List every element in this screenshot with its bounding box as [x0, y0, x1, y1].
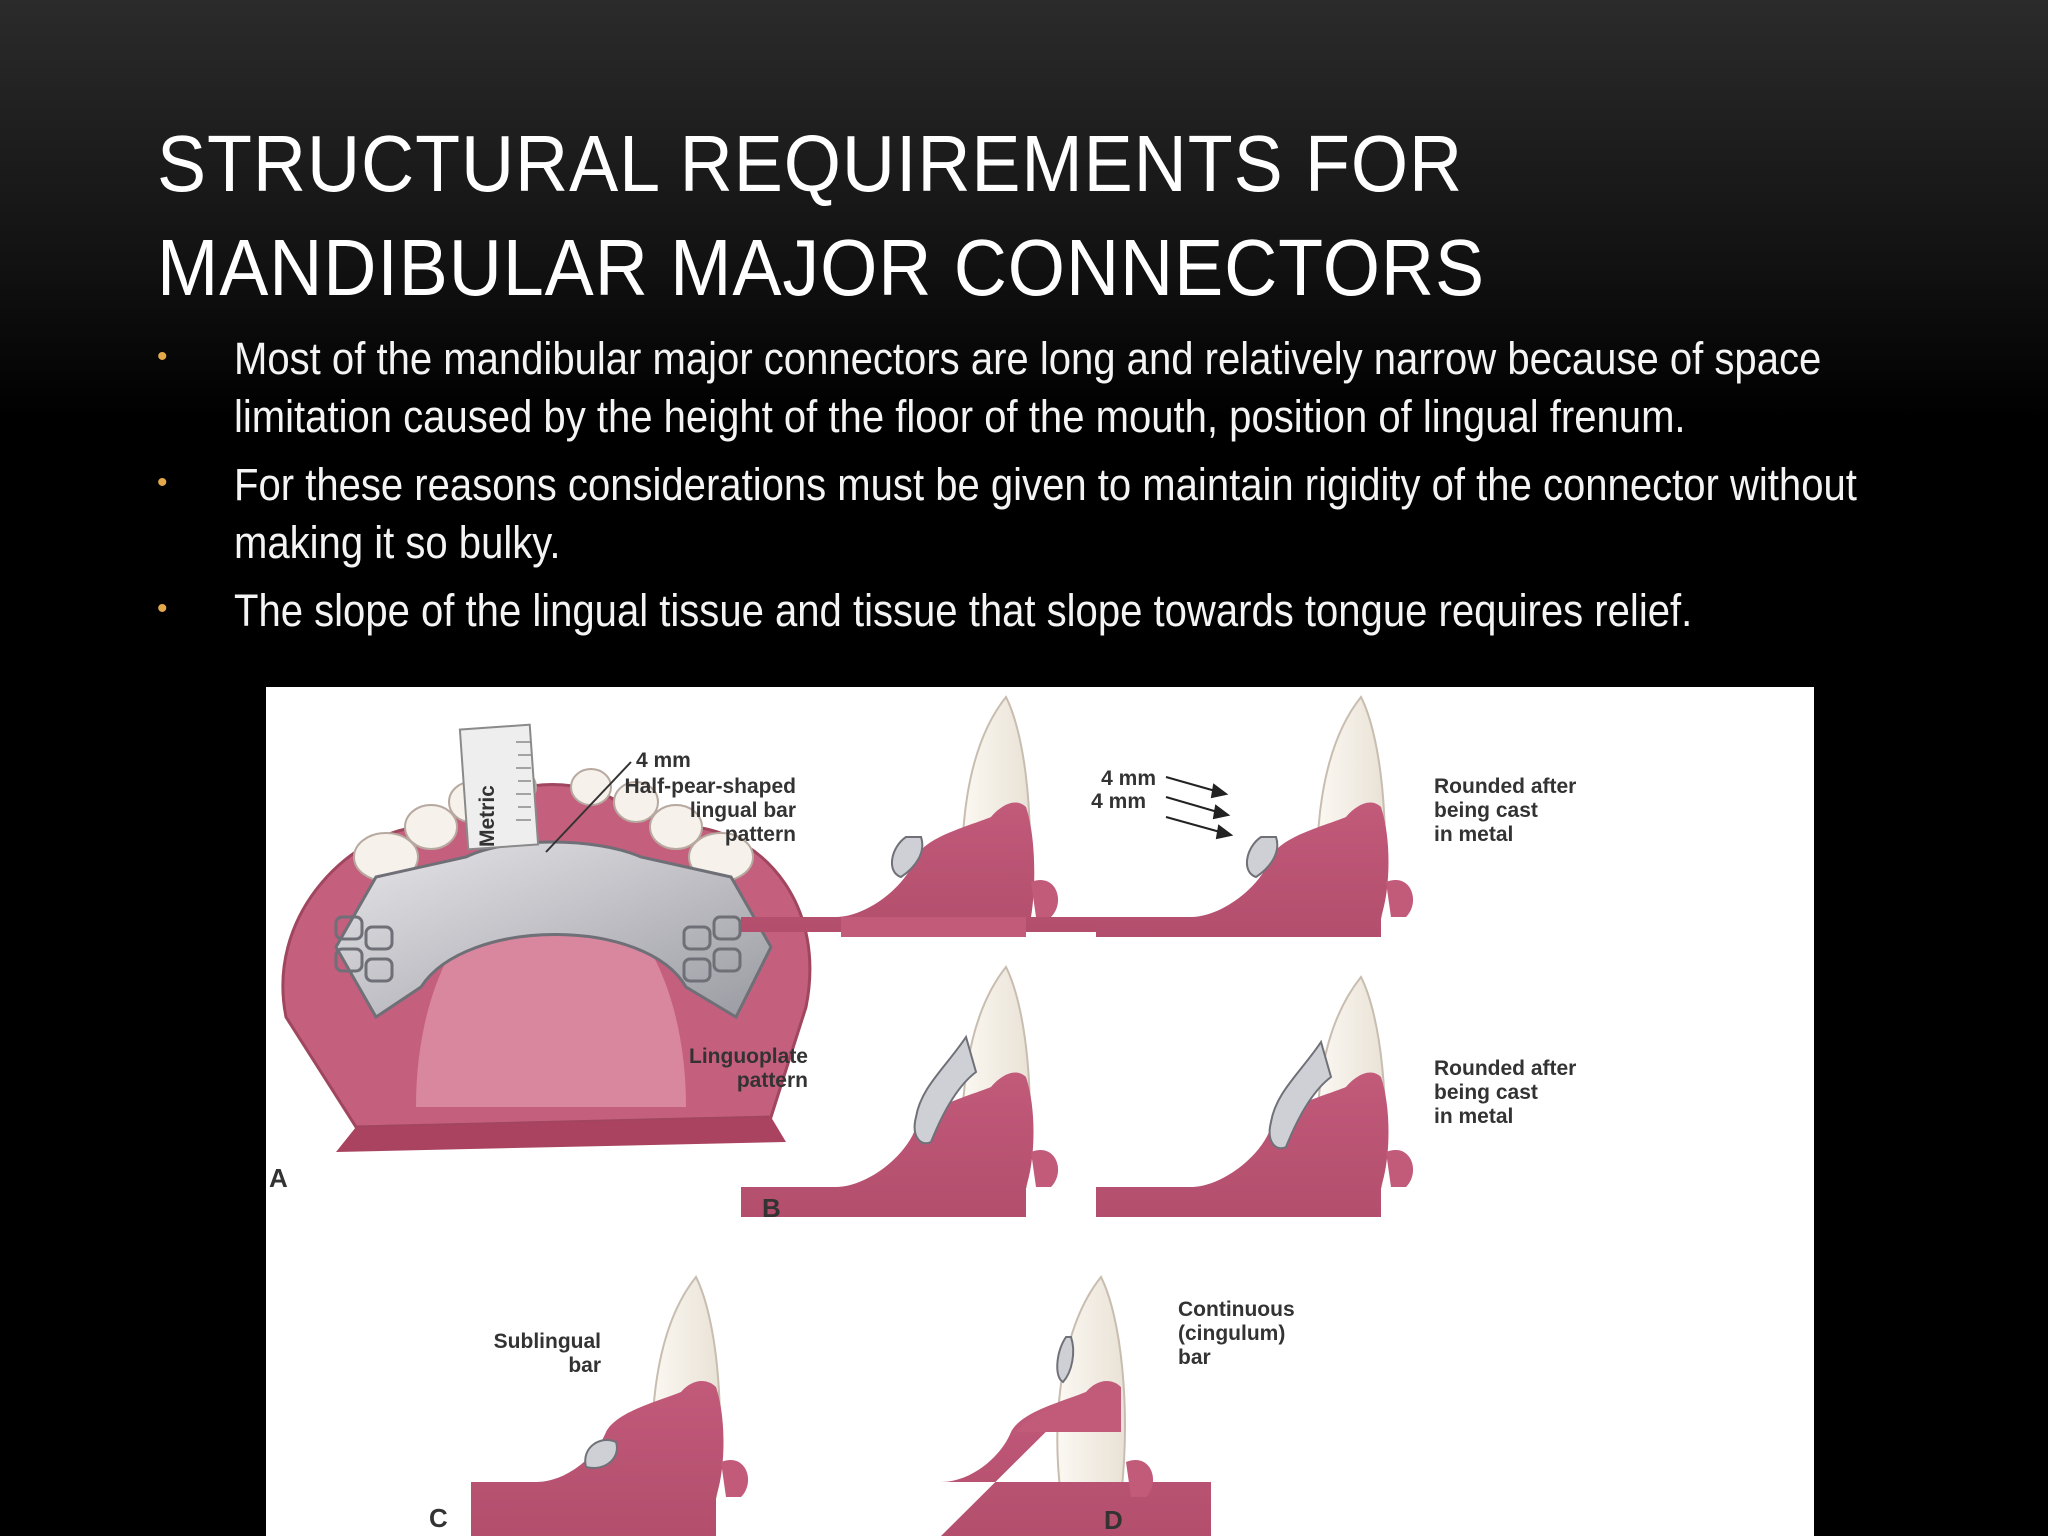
- connector-illustration-svg: Metric 4 mm A Half-pear-shaped lingual b…: [269, 695, 1576, 1536]
- panel-b-bottom-left: Linguoplate pattern B: [689, 965, 1059, 1223]
- rounded-label-2: being cast: [1434, 799, 1538, 822]
- measure-label: 4 mm: [636, 749, 691, 772]
- bullet-item: • For these reasons considerations must …: [157, 456, 1907, 572]
- bullet-text: The slope of the lingual tissue and tiss…: [234, 585, 1693, 636]
- slide-title-line-2: MANDIBULAR MAJOR CONNECTORS: [157, 223, 1485, 312]
- panel-letter-b: B: [762, 1193, 781, 1223]
- half-pear-label-1: Half-pear-shaped: [624, 775, 796, 798]
- cingulum-label-2: (cingulum): [1178, 1322, 1285, 1345]
- panel-letter-c: C: [429, 1503, 448, 1533]
- panel-b-top-right: 4 mm 4 mm Rounded after being cast in me…: [1091, 695, 1576, 937]
- half-pear-label-2: lingual bar: [690, 799, 796, 822]
- bullet-item: • The slope of the lingual tissue and ti…: [157, 582, 1907, 640]
- measure-bottom: 4 mm: [1091, 790, 1146, 813]
- rounded-label-3: in metal: [1434, 823, 1513, 846]
- bullet-icon: •: [157, 592, 168, 625]
- cingulum-label-3: bar: [1178, 1346, 1211, 1369]
- bullet-item: • Most of the mandibular major connector…: [157, 330, 1907, 446]
- bullet-text: Most of the mandibular major connectors …: [234, 333, 1822, 442]
- rounded-label-1: Rounded after: [1434, 775, 1576, 798]
- panel-letter-a: A: [269, 1163, 288, 1193]
- connector-illustration: Metric 4 mm A Half-pear-shaped lingual b…: [266, 687, 1814, 1536]
- panel-letter-d: D: [1104, 1505, 1123, 1535]
- panel-a-arch: Metric 4 mm A: [269, 723, 812, 1193]
- bullet-text: For these reasons considerations must be…: [234, 459, 1857, 568]
- linguoplate-label-1: Linguoplate: [689, 1045, 808, 1068]
- rounded-linguoplate-label-2: being cast: [1434, 1081, 1538, 1104]
- panel-b-top-left: Half-pear-shaped lingual bar pattern: [624, 695, 1246, 937]
- ruler-text: Metric: [476, 785, 499, 847]
- panel-c-sublingual: Sublingual bar C: [429, 1275, 749, 1536]
- slide-title-line-1: STRUCTURAL REQUIREMENTS FOR: [157, 119, 1464, 208]
- measure-top: 4 mm: [1101, 767, 1156, 790]
- sublingual-label-1: Sublingual: [494, 1330, 601, 1353]
- panel-b-bottom-right: Rounded after being cast in metal: [1096, 975, 1576, 1217]
- slide-title: STRUCTURAL REQUIREMENTS FOR MANDIBULAR M…: [157, 112, 1767, 320]
- metric-ruler: Metric: [458, 723, 540, 851]
- cingulum-label-1: Continuous: [1178, 1298, 1295, 1321]
- bullet-list: • Most of the mandibular major connector…: [157, 330, 1907, 650]
- sublingual-label-2: bar: [568, 1354, 601, 1377]
- rounded-linguoplate-label-1: Rounded after: [1434, 1057, 1576, 1080]
- panel-d-cingulum: Continuous (cingulum) bar D: [941, 1275, 1295, 1536]
- bullet-icon: •: [157, 340, 168, 373]
- bullet-icon: •: [157, 466, 168, 499]
- half-pear-label-3: pattern: [725, 823, 796, 846]
- rounded-linguoplate-label-3: in metal: [1434, 1105, 1513, 1128]
- linguoplate-label-2: pattern: [737, 1069, 808, 1092]
